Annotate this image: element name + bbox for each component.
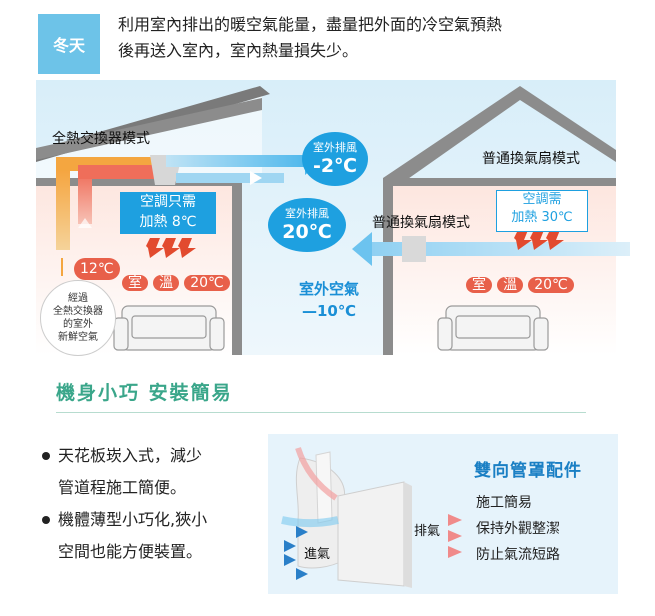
fresh-note-3: 的室外: [63, 319, 93, 330]
outside-air-temp: —10℃: [301, 302, 357, 320]
accessory-title: 雙向管罩配件: [474, 461, 582, 481]
outside-air-label: 室外空氣: [298, 280, 359, 298]
bullet-2-line2: 空間也能方便裝置。: [58, 542, 203, 561]
room-temp-left: 室 溫 20℃: [122, 272, 230, 294]
bullet-1-line2: 管道程施工簡便。: [58, 478, 187, 497]
room-temp-right: 室 溫 20℃: [466, 274, 574, 296]
fresh-note: 經過 全熱交換器 的室外 新鮮空氣: [40, 280, 116, 356]
right-duct-label: 普通換氣扇模式: [372, 215, 470, 231]
bullet-2-line1: 機體薄型小巧化,狹小: [40, 504, 260, 536]
season-badge: 冬天: [38, 14, 100, 74]
fresh-note-4: 新鮮空氣: [58, 332, 98, 343]
section-title: 機身小巧 安裝簡易: [56, 382, 233, 404]
ac-right-line1: 空調需: [522, 192, 562, 207]
exhaust-mid-bubble: 室外排風 20℃: [268, 198, 346, 252]
ac-left-line1: 空調只需: [140, 194, 196, 210]
exhaust-label: 排氣: [414, 524, 441, 539]
room-left-temp: 20℃: [184, 275, 230, 291]
accessory-feature-2: 保持外觀整潔: [476, 521, 560, 537]
outside-air: 室外空氣 —10℃: [284, 278, 374, 322]
fresh-temp: 12℃: [74, 258, 120, 280]
exhaust-mid-label: 室外排風: [285, 207, 329, 220]
accessory-feature-3: 防止氣流短路: [476, 547, 560, 563]
right-mode-label: 普通換氣扇模式: [482, 151, 580, 167]
ac-right-box: 空調需 加熱 30℃: [496, 190, 588, 232]
exhaust-top-temp: -2℃: [312, 155, 358, 177]
ac-left-box: 空調只需 加熱 8℃: [120, 192, 216, 234]
room-left-c1: 室: [122, 275, 148, 291]
exhaust-top-label: 室外排風: [313, 141, 357, 154]
intro-line-1: 利用室內排出的暖空氣能量，盡量把外面的冷空氣預熱: [118, 15, 503, 34]
ac-left-line2: 加熱 8℃: [139, 214, 197, 230]
season-label: 冬天: [52, 36, 85, 55]
bullet-1-line1: 天花板崁入式，減少: [40, 440, 260, 472]
room-right-c1: 室: [466, 277, 492, 293]
room-right-temp: 20℃: [528, 277, 574, 293]
fresh-note-2: 全熱交換器: [53, 306, 103, 317]
exhaust-mid-temp: 20℃: [282, 221, 332, 243]
accessory-feature-1: 施工簡易: [476, 495, 532, 511]
feature-bullets: 天花板崁入式，減少 管道程施工簡便。 機體薄型小巧化,狹小 空間也能方便裝置。: [40, 440, 260, 568]
room-right-c2: 溫: [497, 277, 524, 293]
intro-text: 利用室內排出的暖空氣能量，盡量把外面的冷空氣預熱 後再送入室內，室內熱量損失少。: [118, 12, 638, 64]
left-mode-label: 全熱交換器模式: [52, 131, 150, 147]
intake-label: 進氣: [304, 547, 331, 562]
exhaust-top-bubble: 室外排風 -2℃: [302, 132, 368, 186]
fresh-note-1: 經過: [68, 293, 88, 304]
section-divider: [56, 412, 586, 413]
intro-line-2: 後再送入室內，室內熱量損失少。: [118, 41, 359, 60]
room-left-c2: 溫: [153, 275, 180, 291]
accessory-features: 施工簡易 保持外觀整潔 防止氣流短路: [476, 492, 560, 566]
ac-right-line2: 加熱 30℃: [511, 210, 573, 225]
